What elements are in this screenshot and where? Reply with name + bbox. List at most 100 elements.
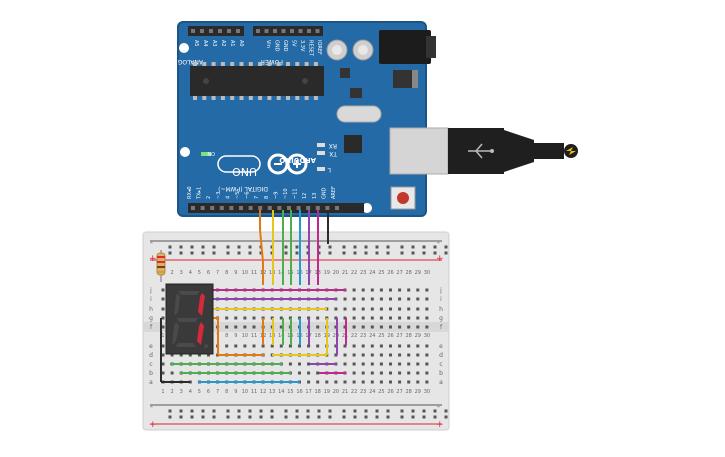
breadboard-hole[interactable] <box>316 316 320 320</box>
breadboard-hole[interactable] <box>161 353 165 357</box>
breadboard-hole[interactable] <box>352 325 356 329</box>
breadboard-hole[interactable] <box>234 344 238 348</box>
rail-hole[interactable] <box>386 245 390 249</box>
breadboard-hole[interactable] <box>425 362 429 366</box>
breadboard-hole[interactable] <box>343 307 347 311</box>
breadboard-hole[interactable] <box>416 362 420 366</box>
rail-hole[interactable] <box>237 251 241 255</box>
header-pin[interactable] <box>264 29 269 33</box>
breadboard-hole[interactable] <box>298 371 301 375</box>
rail-hole[interactable] <box>226 245 230 249</box>
breadboard-hole[interactable] <box>425 353 429 357</box>
breadboard-hole[interactable] <box>407 288 411 292</box>
breadboard-hole[interactable] <box>352 371 356 375</box>
breadboard-hole[interactable] <box>361 307 365 311</box>
rail-hole[interactable] <box>190 409 194 413</box>
breadboard-hole[interactable] <box>398 380 402 384</box>
breadboard-hole[interactable] <box>416 288 420 292</box>
rail-hole[interactable] <box>201 251 205 255</box>
breadboard-hole[interactable] <box>389 362 392 366</box>
header-pin[interactable] <box>315 29 320 33</box>
rail-hole[interactable] <box>284 251 288 255</box>
breadboard[interactable]: - + - + - + - + 111222333444555666777888… <box>142 231 450 431</box>
header-pin[interactable] <box>287 206 291 210</box>
breadboard-hole[interactable] <box>379 353 383 357</box>
breadboard-hole[interactable] <box>370 307 374 311</box>
breadboard-hole[interactable] <box>370 344 374 348</box>
header-pin[interactable] <box>325 206 330 210</box>
rail-hole[interactable] <box>248 245 252 249</box>
rail-hole[interactable] <box>168 409 172 413</box>
rail-hole[interactable] <box>317 415 321 419</box>
breadboard-hole[interactable] <box>252 325 256 329</box>
rail-hole[interactable] <box>433 415 437 419</box>
breadboard-hole[interactable] <box>352 362 356 366</box>
rail-hole[interactable] <box>411 245 415 249</box>
breadboard-hole[interactable] <box>361 288 365 292</box>
rail-hole[interactable] <box>375 415 379 419</box>
header-pin[interactable] <box>200 29 204 33</box>
header-pin[interactable] <box>277 206 282 210</box>
breadboard-hole[interactable] <box>243 325 247 329</box>
rail-hole[interactable] <box>328 245 332 249</box>
breadboard-hole[interactable] <box>343 297 347 301</box>
breadboard-hole[interactable] <box>352 380 356 384</box>
breadboard-hole[interactable] <box>370 380 374 384</box>
rail-hole[interactable] <box>444 251 448 255</box>
breadboard-hole[interactable] <box>188 380 192 384</box>
breadboard-hole[interactable] <box>416 371 420 375</box>
breadboard-hole[interactable] <box>425 380 429 384</box>
rail-hole[interactable] <box>386 415 390 419</box>
breadboard-hole[interactable] <box>416 316 420 320</box>
breadboard-hole[interactable] <box>316 344 320 348</box>
rail-hole[interactable] <box>422 251 426 255</box>
breadboard-hole[interactable] <box>370 297 374 301</box>
breadboard-hole[interactable] <box>161 325 165 329</box>
breadboard-hole[interactable] <box>425 316 429 320</box>
breadboard-hole[interactable] <box>370 371 374 375</box>
breadboard-hole[interactable] <box>361 371 365 375</box>
rail-hole[interactable] <box>364 245 368 249</box>
wire-orange-pin7[interactable] <box>259 210 264 285</box>
rail-hole[interactable] <box>284 245 288 249</box>
breadboard-hole[interactable] <box>225 344 229 348</box>
header-pin[interactable] <box>239 206 243 210</box>
breadboard-hole[interactable] <box>407 307 411 311</box>
breadboard-hole[interactable] <box>307 380 311 384</box>
rail-hole[interactable] <box>306 415 310 419</box>
breadboard-hole[interactable] <box>343 353 347 357</box>
rail-hole[interactable] <box>270 415 274 419</box>
breadboard-hole[interactable] <box>407 362 411 366</box>
header-pin[interactable] <box>267 206 272 210</box>
rail-hole[interactable] <box>317 409 321 413</box>
breadboard-hole[interactable] <box>270 344 274 348</box>
breadboard-hole[interactable] <box>398 353 402 357</box>
rail-hole[interactable] <box>328 251 332 255</box>
rail-hole[interactable] <box>179 415 183 419</box>
breadboard-hole[interactable] <box>370 353 374 357</box>
rail-hole[interactable] <box>179 251 183 255</box>
rail-hole[interactable] <box>386 409 390 413</box>
resistor[interactable] <box>156 250 166 282</box>
breadboard-hole[interactable] <box>416 307 420 311</box>
breadboard-hole[interactable] <box>279 344 283 348</box>
rail-hole[interactable] <box>212 409 216 413</box>
breadboard-hole[interactable] <box>334 325 338 329</box>
usb-cable[interactable] <box>389 127 578 175</box>
reset-button[interactable] <box>397 192 409 204</box>
rail-hole[interactable] <box>411 251 415 255</box>
breadboard-hole[interactable] <box>334 307 338 311</box>
rail-hole[interactable] <box>386 251 390 255</box>
rail-hole[interactable] <box>201 409 205 413</box>
breadboard-hole[interactable] <box>243 344 247 348</box>
rail-hole[interactable] <box>226 251 230 255</box>
breadboard-hole[interactable] <box>234 325 238 329</box>
breadboard-hole[interactable] <box>407 353 411 357</box>
rail-hole[interactable] <box>422 409 426 413</box>
rail-hole[interactable] <box>179 245 183 249</box>
breadboard-hole[interactable] <box>361 316 365 320</box>
breadboard-hole[interactable] <box>407 371 411 375</box>
header-pin[interactable] <box>191 29 195 33</box>
breadboard-hole[interactable] <box>288 362 292 366</box>
breadboard-hole[interactable] <box>279 325 283 329</box>
